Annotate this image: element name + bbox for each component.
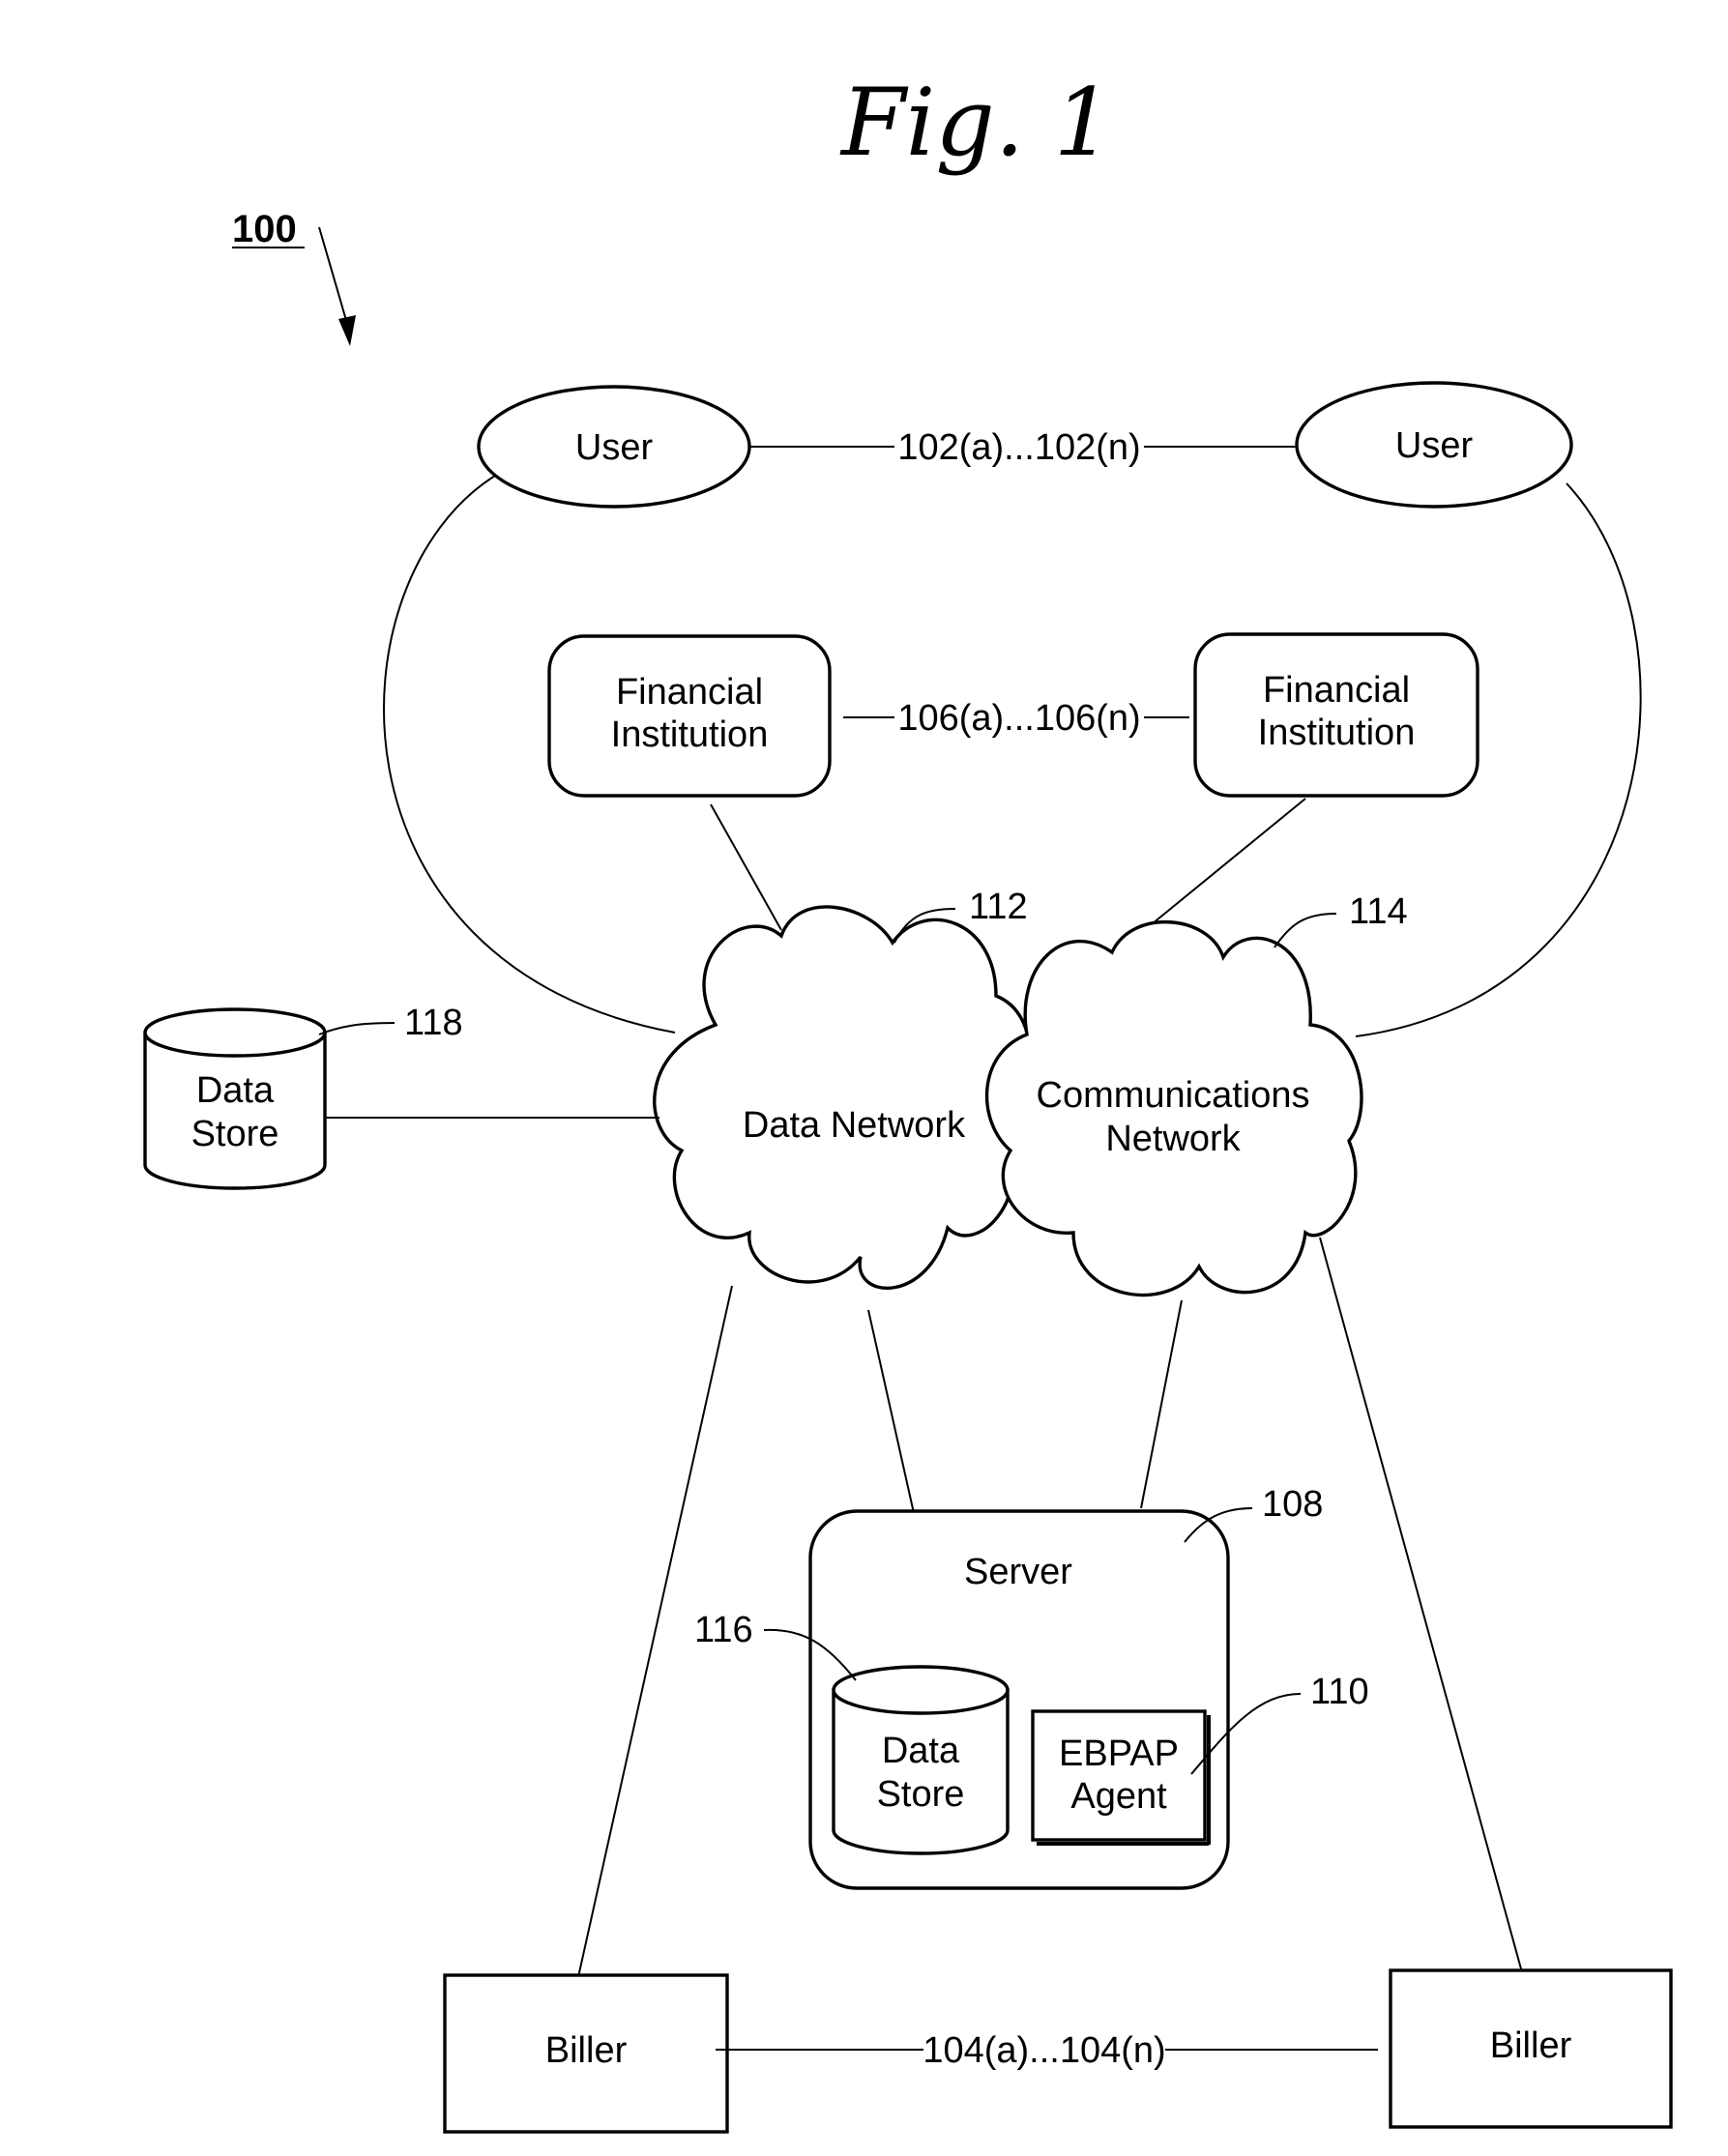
- financial-institution-left-line2: Institution: [611, 714, 769, 755]
- ebpap-agent-line1: EBPAP: [1059, 1734, 1179, 1774]
- server-data-store-ref: 116: [694, 1610, 753, 1650]
- data-network-label: Data Network: [743, 1105, 966, 1146]
- communications-network-label-line1: Communications: [1037, 1075, 1310, 1116]
- comm-network-to-right-biller: [1320, 1238, 1528, 1994]
- figure-title: Fig. 1: [839, 69, 1113, 177]
- biller-right-label: Biller: [1490, 2025, 1572, 2066]
- comm-network-ref-leader: [1274, 914, 1336, 947]
- system-ref-arrow: [319, 227, 356, 346]
- data-network-to-server: [868, 1310, 914, 1513]
- ebpap-agent-ref: 110: [1310, 1672, 1369, 1712]
- external-data-store-line2: Store: [191, 1114, 279, 1154]
- fi-right-to-comm-network: [1147, 799, 1305, 928]
- data-network-ref: 112: [969, 887, 1028, 927]
- external-data-store-line1: Data: [196, 1070, 275, 1111]
- financial-institution-right-line2: Institution: [1258, 713, 1416, 753]
- communications-network-label-line2: Network: [1105, 1119, 1241, 1159]
- server-data-store-line1: Data: [882, 1731, 960, 1771]
- fi-left-to-data-network: [711, 804, 781, 930]
- user-right-label: User: [1395, 425, 1474, 466]
- biller-left-label: Biller: [545, 2030, 628, 2071]
- financial-institution-right-line1: Financial: [1263, 670, 1410, 711]
- billers-ref-label: 104(a)...104(n): [923, 2030, 1165, 2071]
- system-ref-label: 100: [232, 208, 297, 250]
- ebpap-agent-line2: Agent: [1070, 1776, 1167, 1817]
- server-ref: 108: [1262, 1484, 1323, 1525]
- external-data-store-ref-leader: [319, 1023, 395, 1034]
- financial-institution-left-line1: Financial: [616, 672, 763, 713]
- comm-network-to-server: [1141, 1300, 1182, 1508]
- external-data-store-ref: 118: [404, 1003, 463, 1043]
- users-ref-label: 102(a)...102(n): [897, 427, 1140, 468]
- server-data-store-line2: Store: [877, 1774, 965, 1815]
- data-network-cloud: [655, 907, 1030, 1288]
- server-label: Server: [964, 1552, 1072, 1592]
- communications-network-ref: 114: [1349, 891, 1408, 932]
- user-left-label: User: [575, 427, 654, 468]
- fi-ref-label: 106(a)...106(n): [897, 698, 1140, 739]
